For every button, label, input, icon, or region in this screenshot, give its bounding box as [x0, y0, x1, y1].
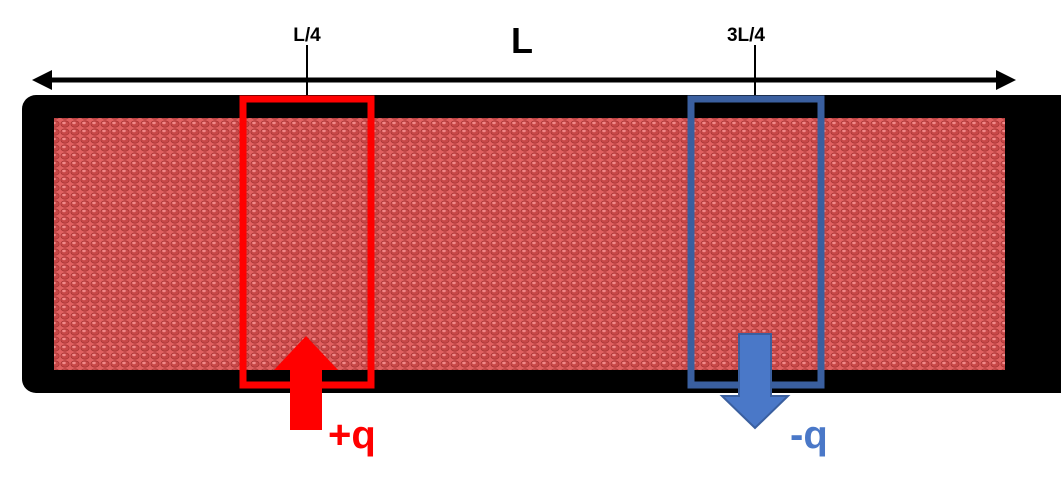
arrow-left-head-icon — [32, 70, 52, 90]
porous-medium — [54, 118, 1005, 370]
rod-frame-right-edge — [1028, 95, 1061, 393]
source-label: +q — [328, 413, 376, 457]
arrow-down-icon — [719, 333, 791, 430]
length-label: L — [511, 20, 533, 61]
sink-label: -q — [790, 413, 828, 457]
three-quarter-label: 3L/4 — [727, 25, 765, 46]
quarter-label: L/4 — [293, 25, 321, 46]
arrow-right-head-icon — [996, 70, 1016, 90]
length-dimension-arrow — [32, 70, 1016, 90]
arrow-up-icon — [274, 336, 338, 430]
